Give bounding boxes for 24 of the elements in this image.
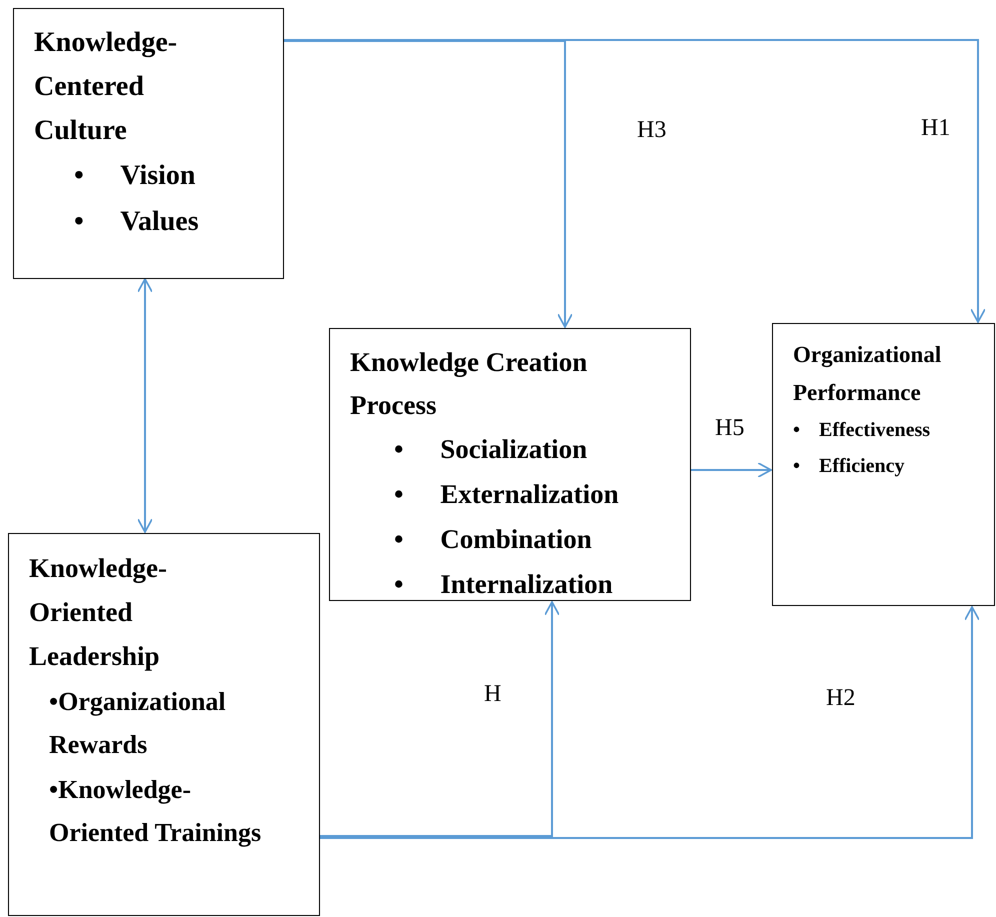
box-heading: Organizational Performance — [792, 341, 942, 407]
bullet-item: • Internalization — [394, 568, 614, 601]
arrow — [284, 40, 573, 328]
bullet-item: • Efficiency — [793, 454, 906, 479]
bullet-item: • Effectiveness — [793, 418, 932, 443]
concept-box — [8, 533, 320, 916]
arrow — [320, 606, 980, 839]
box-heading: Knowledge Creation Process — [349, 346, 588, 422]
bullet-item: •Knowledge-Oriented Trainings — [49, 774, 262, 849]
bullet-item: • Externalization — [394, 478, 620, 511]
arrow — [137, 278, 153, 533]
bullet-item: • Combination — [394, 523, 593, 556]
arrow — [320, 601, 560, 837]
box-heading: Knowledge-Centered Culture — [33, 26, 178, 148]
concept-box — [772, 323, 995, 606]
box-heading: Knowledge-Oriented Leadership — [28, 552, 168, 673]
arrow — [691, 462, 772, 478]
arrow — [284, 39, 986, 323]
concept-box — [13, 8, 284, 279]
bullet-item: • Vision — [74, 159, 197, 193]
bullet-item: • Socialization — [394, 433, 588, 466]
concept-box — [329, 328, 691, 601]
bullet-item: • Values — [74, 205, 200, 239]
bullet-item: •Organizational Rewards — [49, 686, 227, 761]
